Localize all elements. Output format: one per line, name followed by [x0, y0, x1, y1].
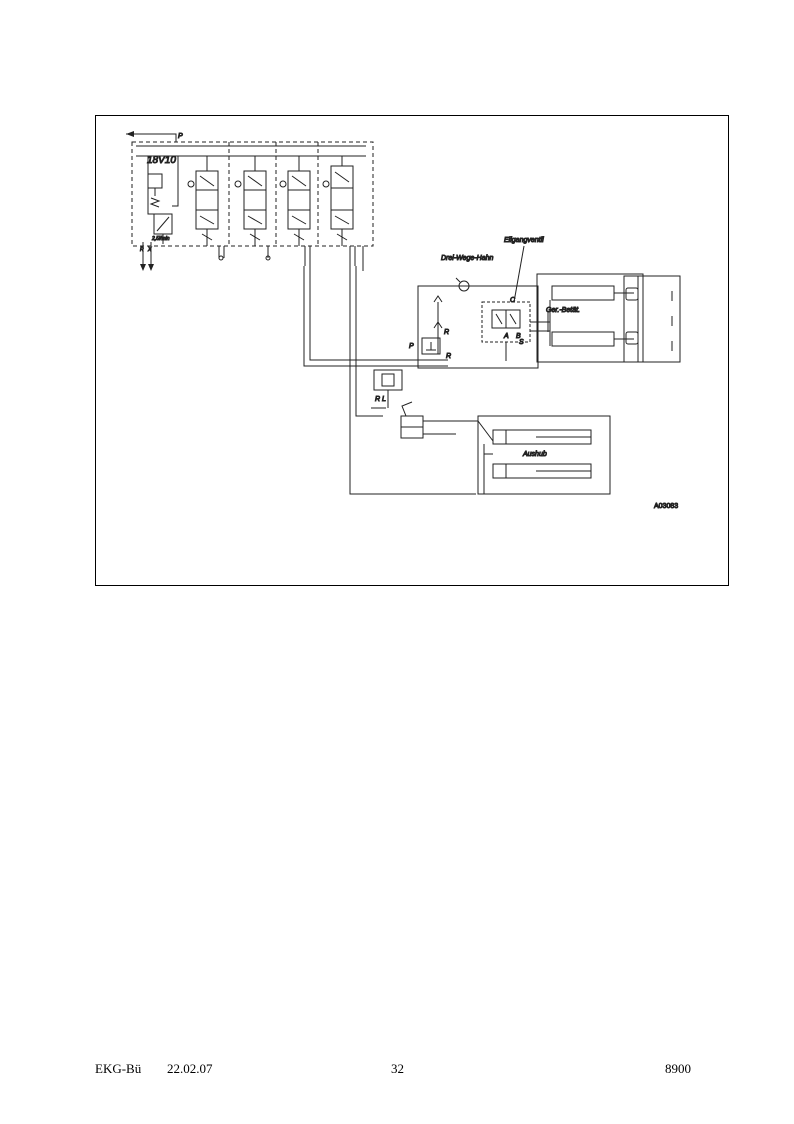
flow-control-arrow	[156, 216, 170, 232]
cock-handle	[455, 277, 461, 283]
label-rl: R L	[375, 396, 386, 403]
relief-spring	[149, 188, 161, 208]
label-drei-wege-hahn: Drei-Wege-Hahn	[441, 255, 493, 262]
label-eilgangventil: Eilgangventil	[504, 237, 544, 244]
ger-betaet-connections	[547, 300, 551, 346]
label-r-bottom: R	[140, 247, 144, 253]
implement-teeth	[637, 276, 673, 362]
drain-lines	[142, 242, 152, 268]
drain-arrow-r	[140, 264, 146, 271]
implement-frame	[623, 275, 681, 363]
cylinder-upper	[551, 285, 615, 301]
manifold-top-line	[136, 145, 366, 157]
eilgang-internal-lines	[437, 321, 550, 361]
valve-block-boundary	[131, 141, 374, 247]
eilgangventil-leader	[513, 245, 525, 303]
label-p-left: P	[409, 343, 414, 350]
pressure-switch	[421, 337, 441, 355]
label-p-top: P	[178, 133, 183, 140]
footer-code: 8900	[665, 1061, 691, 1076]
implement-hinge-top	[625, 287, 639, 301]
outlet-ports	[218, 246, 364, 271]
label-r-right: R	[446, 353, 451, 360]
label-ger-betaet: Ger.-Betät.	[546, 307, 580, 314]
aushub-cylinder-lower-rod	[505, 464, 591, 478]
label-aushub: Aushub	[522, 451, 547, 458]
footer-left: EKG-Bü	[95, 1061, 142, 1076]
check-valves-left	[433, 295, 443, 342]
label-port-b: B	[516, 333, 521, 340]
pressure-switch-lines	[426, 342, 436, 351]
aushub-valve-lever	[401, 401, 413, 417]
drain-arrow-x	[148, 264, 154, 271]
flow-control-lines	[147, 156, 179, 244]
footer-page-number: 32	[391, 1061, 404, 1076]
relief-valve	[147, 173, 163, 189]
label-port-c: C	[510, 297, 516, 304]
hydraulic-schematic: P 18V10 2,5l/min R X Eilgangventil Drei-…	[126, 131, 681, 511]
eilgang-circuit-boundary	[417, 285, 539, 369]
three-way-cock	[458, 280, 470, 292]
label-flow-rate: 2,5l/min	[151, 236, 170, 242]
pressure-line-p	[126, 133, 177, 142]
port-marker	[218, 255, 224, 261]
rl-valve-lines	[371, 373, 395, 409]
footer-date: 22.02.07	[167, 1061, 213, 1076]
cylinder-lower	[551, 331, 615, 347]
port-marker	[265, 255, 271, 261]
label-r-lower: R	[444, 329, 449, 336]
figure-frame: P 18V10 2,5l/min R X Eilgangventil Drei-…	[95, 115, 729, 586]
aushub-boundary	[477, 415, 611, 495]
label-port-s: S	[519, 339, 524, 346]
line-to-aushub-circuit	[349, 266, 476, 495]
label-port-a: A	[503, 333, 509, 340]
label-x-bottom: X	[147, 247, 152, 253]
directional-valve-1	[187, 156, 219, 246]
aushub-connections	[483, 444, 493, 494]
directional-valve-3	[279, 156, 311, 246]
directional-valve-4	[322, 156, 354, 246]
label-valve-block: 18V10	[147, 155, 176, 166]
directional-valve-2	[234, 156, 267, 246]
aushub-cylinder-upper-rod	[505, 430, 591, 444]
line-to-eilgang-circuit	[303, 266, 448, 367]
implement-hinge-bottom	[625, 331, 639, 345]
rl-valve	[373, 369, 403, 391]
valve-block-dividers	[228, 142, 319, 246]
pressure-arrow	[126, 131, 134, 137]
label-drawing-id: A03083	[654, 503, 678, 510]
eilgangventil-spool-lines	[495, 310, 517, 328]
ger-betaet-boundary	[536, 273, 644, 363]
